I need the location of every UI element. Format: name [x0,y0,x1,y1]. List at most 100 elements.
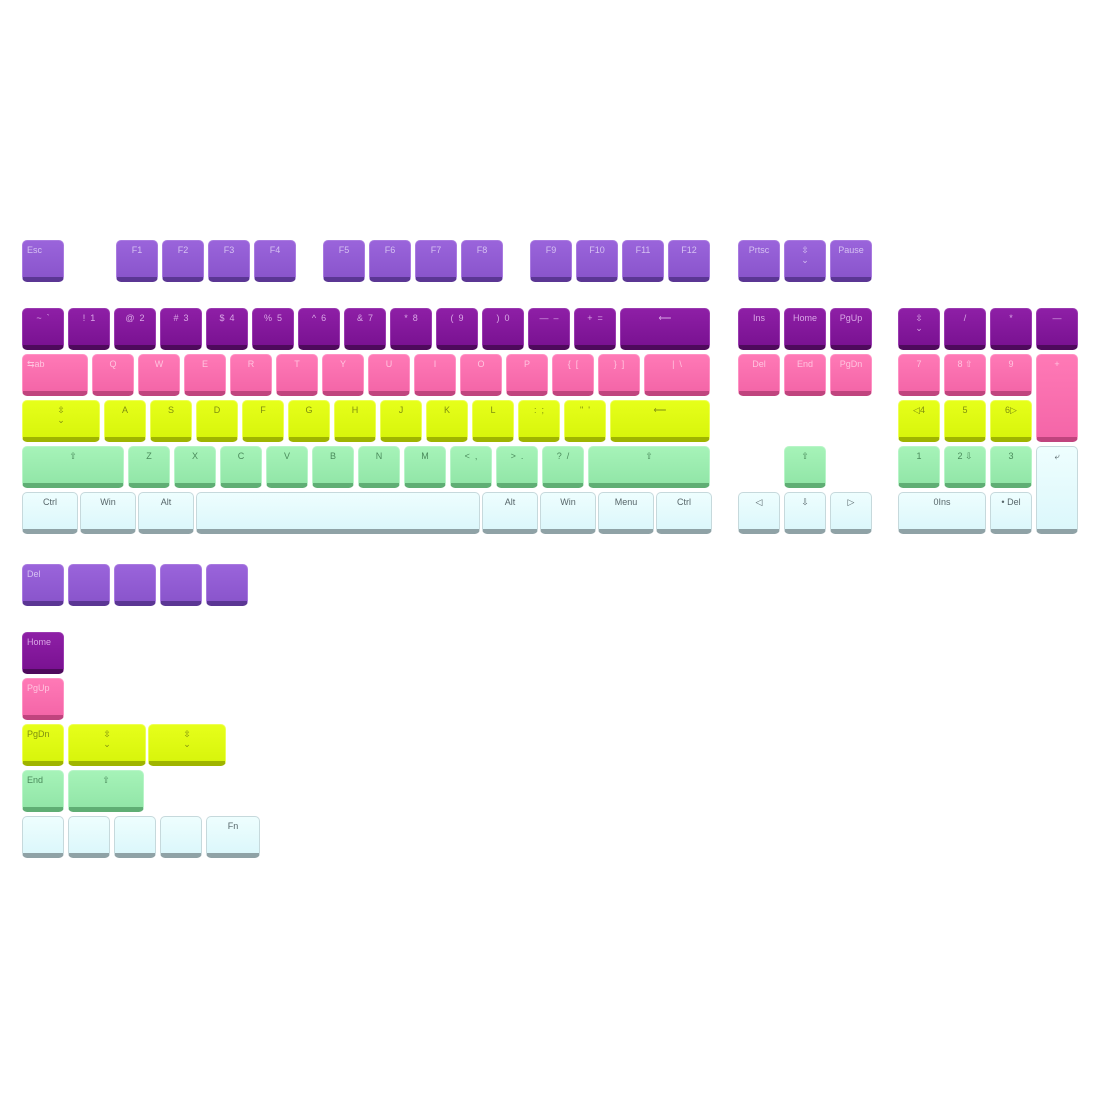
keycap-extra-shift: ⇧ [68,770,144,812]
keycap-num7: 7 [898,354,940,396]
keycap-extra-c3 [114,816,156,858]
keycap-menu: Menu [598,492,654,534]
keycap-caps: ⇳ ⌄ [22,400,100,442]
keycap-numlock: ⇳ ⌄ [898,308,940,350]
keycap-num-plus: + [1036,354,1078,442]
keycap-comma: < , [450,446,492,488]
keycap-extra-fn: Fn [206,816,260,858]
keycap-esc: Esc [22,240,64,282]
keycap-f10: F10 [576,240,618,282]
keycap-n: N [358,446,400,488]
keycap-k4: $ 4 [206,308,248,350]
keycap-lshift: ⇧ [22,446,124,488]
keycap-r: R [230,354,272,396]
keycap-f9: F9 [530,240,572,282]
keycap-num8: 8 ⇧ [944,354,986,396]
keycap-rwin: Win [540,492,596,534]
keycap-period: > . [496,446,538,488]
keycap-extra-end: End [22,770,64,812]
keycap-num5: 5 [944,400,986,442]
keycap-k2: @ 2 [114,308,156,350]
keycap-rctrl: Ctrl [656,492,712,534]
keycap-minus: — – [528,308,570,350]
keycap-backspace: ⟵ [620,308,710,350]
keycap-enter: ⟵ [610,400,710,442]
keycap-num1: 1 [898,446,940,488]
keycap-k6: ^ 6 [298,308,340,350]
keycap-k7: & 7 [344,308,386,350]
keycap-num-slash: / [944,308,986,350]
keycap-scroll: ⇳ ⌄ [784,240,826,282]
keycap-f: F [242,400,284,442]
keycap-down: ⇩ [784,492,826,534]
keycap-f6: F6 [369,240,411,282]
keycap-num2: 2 ⇩ [944,446,986,488]
keycap-h: H [334,400,376,442]
keycap-up: ⇧ [784,446,826,488]
keycap-f11: F11 [622,240,664,282]
keycap-x: X [174,446,216,488]
keycap-quote: " ' [564,400,606,442]
keycap-g: G [288,400,330,442]
keycap-rshift: ⇧ [588,446,710,488]
keycap-y: Y [322,354,364,396]
keycap-d: D [196,400,238,442]
keycap-f12: F12 [668,240,710,282]
keycap-equal: + = [574,308,616,350]
keycap-extra-c4 [160,816,202,858]
keycap-num-dot: • Del [990,492,1032,534]
keycap-f8: F8 [461,240,503,282]
keycap-num-star: * [990,308,1032,350]
keycap-pause: Pause [830,240,872,282]
keycap-c: C [220,446,262,488]
keycap-s: S [150,400,192,442]
keycap-lalt: Alt [138,492,194,534]
keycap-extra-p3 [114,564,156,606]
keycap-k8: * 8 [390,308,432,350]
keycap-f3: F3 [208,240,250,282]
keycap-b: B [312,446,354,488]
keycap-home: Home [784,308,826,350]
keycap-end: End [784,354,826,396]
keycap-t: T [276,354,318,396]
keycap-k1: ! 1 [68,308,110,350]
keycap-space [196,492,480,534]
keycap-j: J [380,400,422,442]
keycap-prtsc: Prtsc [738,240,780,282]
keycap-lwin: Win [80,492,136,534]
keycap-num6: 6▷ [990,400,1032,442]
keycap-l: L [472,400,514,442]
keycap-k3: # 3 [160,308,202,350]
keycap-extra-pgdn: PgDn [22,724,64,766]
keycap-k: K [426,400,468,442]
keycap-semicolon: : ; [518,400,560,442]
keycap-extra-p5 [206,564,248,606]
keycap-k5: % 5 [252,308,294,350]
keycap-extra-pgup: PgUp [22,678,64,720]
keycap-f5: F5 [323,240,365,282]
keycap-extra-caps1: ⇳ ⌄ [68,724,146,766]
keycap-right: ▷ [830,492,872,534]
keycap-f4: F4 [254,240,296,282]
keycap-extra-del: Del [22,564,64,606]
keycap-num-minus: — [1036,308,1078,350]
keycap-num9: 9 [990,354,1032,396]
keycap-k9: ( 9 [436,308,478,350]
keycap-e: E [184,354,226,396]
keycap-ins: Ins [738,308,780,350]
keycap-p: P [506,354,548,396]
keycap-f1: F1 [116,240,158,282]
keycap-num0: 0Ins [898,492,986,534]
keycap-del: Del [738,354,780,396]
keycap-lctrl: Ctrl [22,492,78,534]
keycap-left: ◁ [738,492,780,534]
keycap-m: M [404,446,446,488]
keycap-ralt: Alt [482,492,538,534]
keycap-w: W [138,354,180,396]
keycap-extra-c2 [68,816,110,858]
keycap-grave: ~ ` [22,308,64,350]
keycap-extra-c1 [22,816,64,858]
keycap-extra-p2 [68,564,110,606]
keycap-f2: F2 [162,240,204,282]
